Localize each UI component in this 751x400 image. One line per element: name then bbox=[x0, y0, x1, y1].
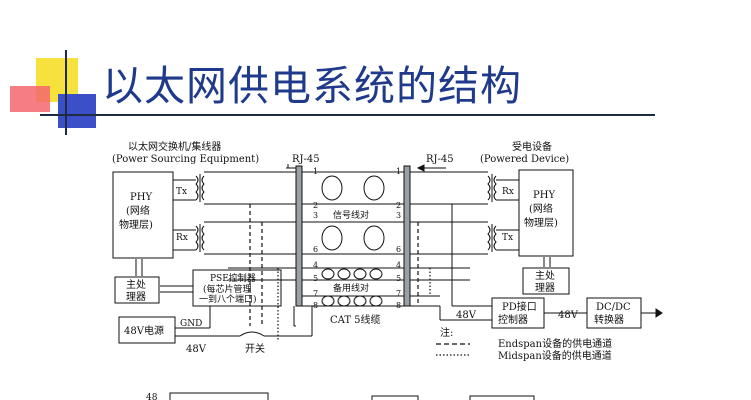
corner-decoration bbox=[10, 50, 96, 135]
pin-right-1: 1 bbox=[396, 167, 401, 176]
legend-endspan-label: Endspan设备的供电通道 bbox=[498, 337, 612, 350]
host-left-line-2: 理器 bbox=[126, 291, 146, 303]
bottom-box-1 bbox=[169, 392, 269, 400]
phy-box-right bbox=[518, 169, 574, 257]
pin-right-5: 5 bbox=[396, 274, 401, 283]
bottom-box-3 bbox=[469, 395, 535, 400]
cat5-cable bbox=[302, 171, 404, 307]
pin-right-2: 2 bbox=[396, 201, 401, 210]
phy-left-line-3: 物理层) bbox=[119, 218, 153, 231]
phy-box-left bbox=[112, 171, 174, 259]
rj45-connector-left bbox=[295, 165, 303, 307]
tx-left-label: Tx bbox=[176, 187, 187, 197]
v48-left-label: 48V bbox=[186, 344, 207, 355]
legend-title: 注: bbox=[440, 326, 453, 339]
title-rule bbox=[40, 114, 655, 116]
bottom-box-2 bbox=[371, 395, 419, 400]
transformer-left-bottom bbox=[195, 224, 205, 252]
rx-right-label: Rx bbox=[502, 187, 514, 197]
pin-left-5: 5 bbox=[313, 274, 318, 283]
pse-subtitle: (Power Sourcing Equipment) bbox=[112, 154, 259, 165]
spare-pair-label: 备用线对 bbox=[333, 282, 369, 294]
v48-right-label: 48V bbox=[558, 310, 579, 321]
deco-blue-square bbox=[58, 94, 96, 128]
power-48v-box bbox=[118, 316, 176, 344]
pse-title: 以太网交换机/集线器 bbox=[128, 140, 221, 153]
pd-controller-line-1: PD接口 bbox=[502, 300, 537, 313]
slide-title: 以太网供电系统的结构 bbox=[102, 62, 522, 110]
host-processor-box-right bbox=[522, 267, 570, 295]
host-right-line-2: 理器 bbox=[535, 282, 555, 294]
legend-midspan-label: Midspan设备的供电通道 bbox=[498, 349, 612, 362]
transformer-left-top bbox=[195, 174, 205, 202]
pin-right-3: 3 bbox=[396, 211, 401, 220]
host-left-line-1: 主处 bbox=[126, 279, 146, 291]
pin-left-2: 2 bbox=[313, 201, 318, 210]
phy-right-line-2: (网络 bbox=[529, 202, 553, 215]
pin-left-4: 4 bbox=[313, 261, 318, 270]
tx-right-label: Tx bbox=[502, 233, 513, 243]
dcdc-line-2: 转换器 bbox=[594, 313, 624, 326]
host-right-line-1: 主处 bbox=[535, 270, 555, 282]
bottom-cut-number: 48 bbox=[146, 393, 158, 400]
transformer-right-bottom bbox=[487, 224, 497, 252]
pin-left-7: 7 bbox=[313, 289, 318, 298]
v48-right-top-label: 48V bbox=[456, 310, 477, 321]
gnd-label: GND bbox=[180, 319, 202, 329]
pin-left-6: 6 bbox=[313, 245, 318, 254]
pin-right-7: 7 bbox=[396, 289, 401, 298]
pin-left-3: 3 bbox=[313, 211, 318, 220]
pin-right-4: 4 bbox=[396, 261, 401, 270]
rj45-label-right: RJ-45 bbox=[426, 154, 454, 165]
power-48v-box-label: 48V电源 bbox=[124, 324, 164, 337]
pse-controller-box bbox=[192, 269, 282, 307]
pd-subtitle: (Powered Device) bbox=[480, 154, 569, 165]
pin-right-6: 6 bbox=[396, 245, 401, 254]
pin-left-1: 1 bbox=[313, 167, 318, 176]
phy-left-line-1: PHY bbox=[130, 192, 152, 203]
pin-right-8: 8 bbox=[396, 301, 401, 310]
pse-controller-line-2: (每芯片管理 bbox=[203, 283, 252, 295]
pd-title: 受电设备 bbox=[512, 140, 552, 153]
transformer-right-top bbox=[487, 174, 497, 202]
switch-label: 开关 bbox=[245, 342, 265, 355]
dcdc-line-1: DC/DC bbox=[596, 302, 631, 313]
rj45-label-left: RJ-45 bbox=[292, 154, 320, 165]
pse-controller-line-3: 一到八个端口) bbox=[199, 293, 257, 305]
pse-controller-line-1: PSE控制器 bbox=[210, 272, 256, 284]
deco-red-square bbox=[10, 86, 50, 112]
phy-right-line-1: PHY bbox=[533, 190, 555, 201]
phy-right-line-3: 物理层) bbox=[524, 216, 558, 229]
phy-left-line-2: (网络 bbox=[126, 204, 150, 217]
pin-left-8: 8 bbox=[313, 301, 318, 310]
cable-label: CAT 5线缆 bbox=[330, 313, 381, 326]
rj45-connector-right bbox=[403, 165, 411, 307]
host-processor-box-left bbox=[114, 276, 160, 304]
rx-left-label: Rx bbox=[176, 233, 188, 243]
signal-pair-label: 信号线对 bbox=[333, 209, 369, 221]
pd-controller-line-2: 控制器 bbox=[498, 313, 528, 326]
